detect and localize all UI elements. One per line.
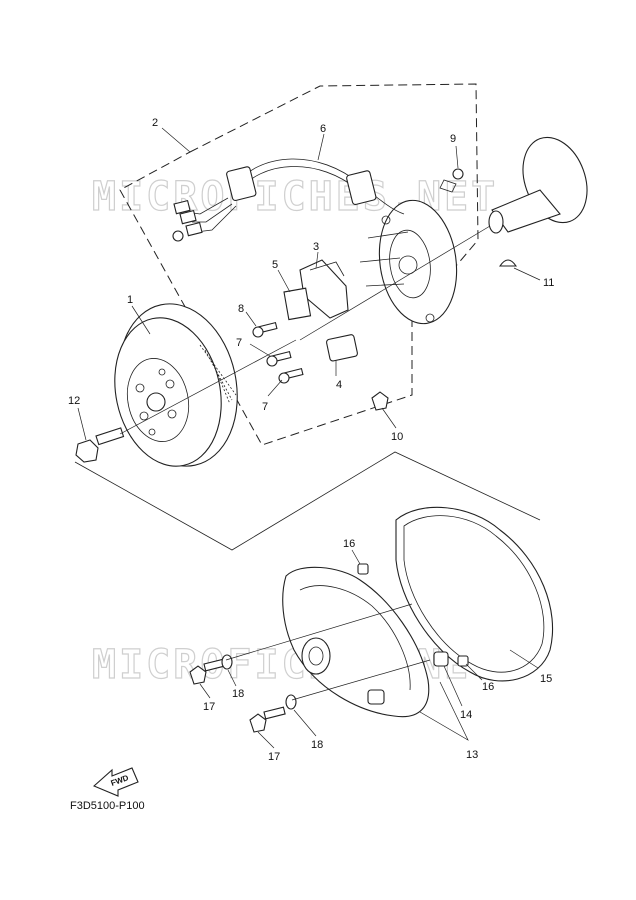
callout-5: 5 [272, 259, 278, 271]
cover-bolt-17-lower [249, 706, 286, 733]
callout-4: 4 [336, 379, 342, 391]
woodruff-key-11 [498, 259, 518, 267]
cover-bolt-17-upper [189, 658, 226, 685]
stator-assembly [359, 199, 458, 325]
flywheel-bolt [75, 427, 125, 463]
cover-plug-16-upper [357, 563, 369, 575]
callout-17-upper: 17 [203, 701, 215, 713]
lead-wire-harness [172, 158, 405, 242]
dowel-pin-14 [433, 651, 449, 667]
stator-screw-7-upper [266, 350, 292, 367]
stator-screw-8 [252, 321, 278, 338]
callout-14: 14 [460, 709, 472, 721]
callout-2: 2 [152, 117, 158, 129]
callout-8: 8 [238, 303, 244, 315]
callout-15: 15 [540, 673, 552, 685]
callout-13: 13 [466, 749, 478, 761]
crank-shaft-housing [488, 136, 588, 234]
diagram-code: F3D5100-P100 [70, 800, 145, 812]
clamp-screw-9 [439, 168, 464, 193]
callout-leaders [77, 127, 541, 749]
callout-7-lower: 7 [262, 401, 268, 413]
callout-10: 10 [391, 431, 403, 443]
callout-7-upper: 7 [236, 337, 242, 349]
callout-1: 1 [127, 294, 133, 306]
stator-assembly-boundary [119, 83, 479, 446]
callout-6: 6 [320, 123, 326, 135]
grommet-bolt-10 [371, 391, 389, 411]
stator-screw-7-lower [278, 367, 304, 384]
callout-17-lower: 17 [268, 751, 280, 763]
pickup-coil-bracket [283, 287, 312, 321]
crankcase-cover [282, 566, 430, 718]
washer-18-upper [221, 654, 233, 670]
forward-direction-arrow: FWD [92, 767, 139, 797]
callout-12: 12 [68, 395, 80, 407]
lighting-coil [326, 334, 358, 362]
callout-16-lower: 16 [482, 681, 494, 693]
callout-18-upper: 18 [232, 688, 244, 700]
callout-11: 11 [543, 277, 554, 289]
callout-3: 3 [313, 241, 319, 253]
flywheel-rotor [114, 303, 238, 467]
callout-16-upper: 16 [343, 538, 355, 550]
assembly-centerlines [119, 225, 491, 701]
callout-18-lower: 18 [311, 739, 323, 751]
cover-plug-16-lower [457, 655, 469, 667]
crankcase-cover-gasket [395, 506, 554, 682]
callout-9: 9 [450, 133, 456, 145]
washer-18-lower [285, 694, 297, 710]
cover-group-boundary [74, 451, 541, 551]
